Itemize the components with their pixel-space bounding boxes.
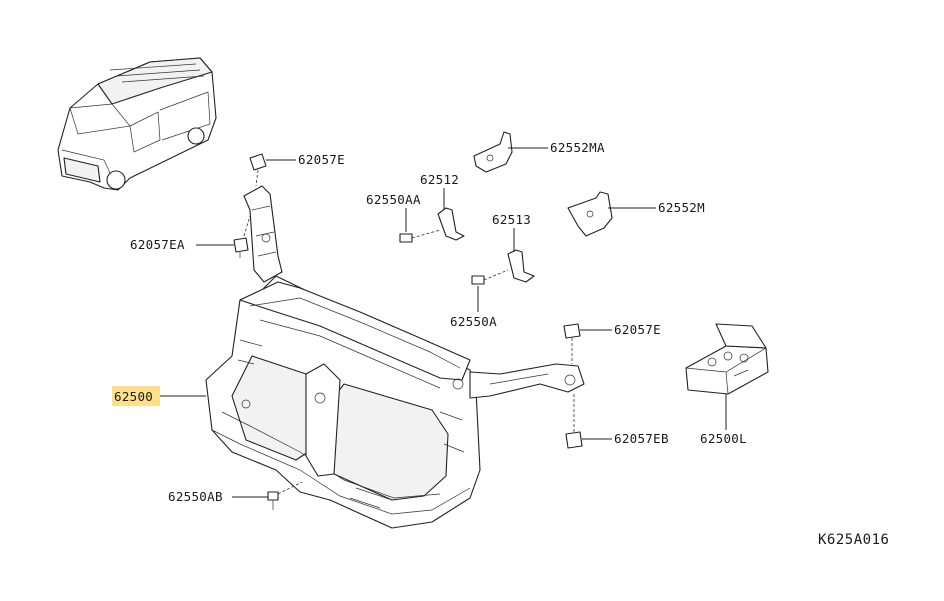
label-62550aa[interactable]: 62550AA: [366, 192, 421, 207]
bracket-62552ma: [473, 131, 513, 173]
bracket-62552m: [567, 191, 613, 237]
bolt-62550ab: [267, 481, 303, 510]
drawing-code: K625A016: [818, 532, 889, 548]
label-62552ma[interactable]: 62552MA: [550, 140, 605, 155]
bolt-62550aa: [399, 229, 441, 243]
highlight-62500: [112, 386, 160, 406]
label-62550a[interactable]: 62550A: [450, 314, 497, 329]
label-62057e-right[interactable]: 62057E: [614, 322, 661, 337]
label-62057eb[interactable]: 62057EB: [614, 431, 669, 446]
clip-62057ea: [233, 215, 251, 258]
clip-62057e-top: [249, 153, 267, 187]
bracket-62513: [507, 249, 535, 283]
bracket-62512: [437, 207, 465, 241]
label-62552m[interactable]: 62552M: [658, 200, 705, 215]
leader-lines: [160, 147, 727, 498]
label-62513[interactable]: 62513: [492, 212, 531, 227]
label-62500[interactable]: 62500: [114, 389, 153, 404]
label-62512[interactable]: 62512: [420, 172, 459, 187]
parts-kit-box: [685, 323, 769, 395]
label-62057e-top[interactable]: 62057E: [298, 152, 345, 167]
radiator-core-support: [205, 185, 585, 529]
clip-62057eb: [565, 392, 583, 449]
bolt-62550a: [471, 269, 509, 285]
label-62550ab[interactable]: 62550AB: [168, 489, 223, 504]
vehicle-illustration: [57, 57, 217, 191]
clip-62057e-right: [563, 323, 581, 364]
label-62057ea[interactable]: 62057EA: [130, 237, 185, 252]
label-62500l[interactable]: 62500L: [700, 431, 747, 446]
